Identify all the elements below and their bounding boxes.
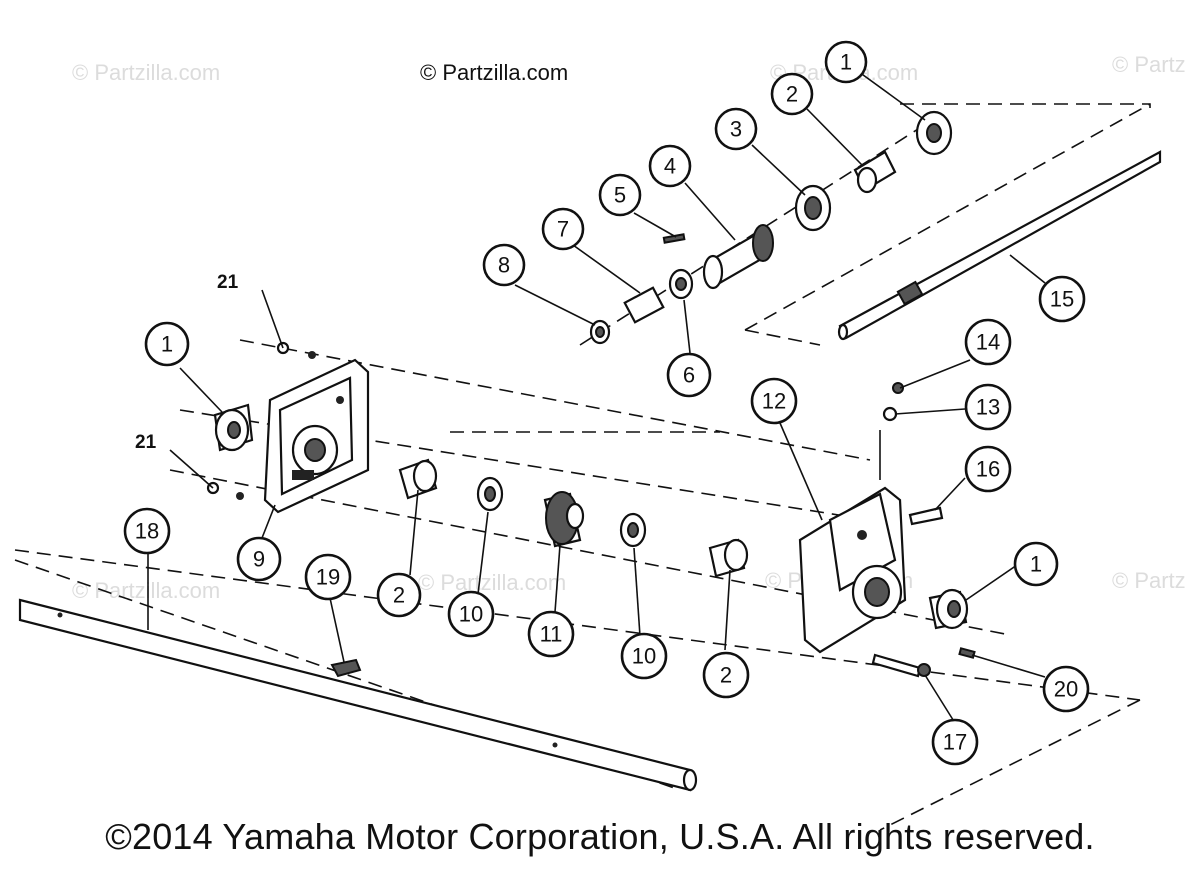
svg-text:1: 1 <box>1030 552 1042 577</box>
callout-12: 12 <box>750 377 798 425</box>
callout-10-left: 10 <box>447 590 495 638</box>
svg-text:15: 15 <box>1050 287 1074 312</box>
callout-15: 15 <box>1038 275 1086 323</box>
callout-17: 17 <box>931 718 979 766</box>
svg-text:19: 19 <box>316 565 340 590</box>
watermark-mid-far-right: © Partz <box>1112 568 1186 593</box>
svg-text:6: 6 <box>683 363 695 388</box>
svg-text:10: 10 <box>459 602 483 627</box>
callout-14: 14 <box>964 318 1012 366</box>
svg-text:8: 8 <box>498 253 510 278</box>
callout-9: 9 <box>236 536 282 582</box>
callout-7: 7 <box>541 207 585 251</box>
callout-11: 11 <box>527 610 575 658</box>
watermark-mid-center: © Partzilla.com <box>418 570 566 595</box>
shaft-lower <box>18 598 698 792</box>
housing-right <box>798 486 907 654</box>
svg-text:11: 11 <box>540 622 563 647</box>
callout-2-top: 2 <box>770 72 814 116</box>
svg-text:2: 2 <box>720 663 732 688</box>
callout-1-left: 1 <box>144 321 190 367</box>
svg-text:7: 7 <box>557 217 569 242</box>
svg-text:5: 5 <box>614 183 626 208</box>
callout-8: 8 <box>482 243 526 287</box>
callout-3: 3 <box>714 107 758 151</box>
svg-text:14: 14 <box>976 330 1000 355</box>
svg-text:17: 17 <box>943 730 967 755</box>
middle-components <box>398 458 749 578</box>
svg-text:1: 1 <box>161 332 173 357</box>
callout-6: 6 <box>666 352 712 398</box>
callout-2-mid-left: 2 <box>376 572 422 618</box>
watermark-top-left: © Partzilla.com <box>72 60 220 85</box>
callout-20: 20 <box>1042 665 1090 713</box>
bearing-left <box>213 403 254 452</box>
svg-text:4: 4 <box>664 154 676 179</box>
callout-2-mid-right: 2 <box>702 651 750 699</box>
svg-text:3: 3 <box>730 117 742 142</box>
copyright-notice: ©2014 Yamaha Motor Corporation, U.S.A. A… <box>105 816 1095 857</box>
callout-10-right: 10 <box>620 632 668 680</box>
callout-19: 19 <box>304 553 352 601</box>
svg-text:2: 2 <box>393 583 405 608</box>
svg-text:12: 12 <box>762 389 786 414</box>
shaft-upper <box>837 150 1162 341</box>
callout-13: 13 <box>964 383 1012 431</box>
watermark-header: © Partzilla.com <box>420 60 568 85</box>
key-part <box>330 658 362 678</box>
svg-text:1: 1 <box>840 50 852 75</box>
callout-5: 5 <box>598 173 642 217</box>
bearing-right <box>928 588 969 630</box>
watermark-top-right: © Partz <box>1112 52 1186 77</box>
callout-1-top: 1 <box>824 40 868 84</box>
watermark-mid-left: © Partzilla.com <box>72 578 220 603</box>
label-21-upper: 21 <box>217 272 239 293</box>
callout-18: 18 <box>123 507 171 555</box>
svg-text:20: 20 <box>1054 677 1078 702</box>
svg-text:2: 2 <box>786 82 798 107</box>
svg-text:9: 9 <box>253 547 265 572</box>
svg-text:16: 16 <box>976 457 1000 482</box>
svg-text:13: 13 <box>976 395 1000 420</box>
callout-1-right: 1 <box>1013 541 1059 587</box>
housing-left <box>263 358 370 514</box>
callout-16: 16 <box>964 445 1012 493</box>
svg-text:18: 18 <box>135 519 159 544</box>
label-21-lower: 21 <box>135 432 157 453</box>
fasteners-right <box>871 382 976 678</box>
svg-text:10: 10 <box>632 644 656 669</box>
callout-4: 4 <box>648 144 692 188</box>
upper-components <box>589 110 953 345</box>
leader-lines <box>147 71 1046 724</box>
